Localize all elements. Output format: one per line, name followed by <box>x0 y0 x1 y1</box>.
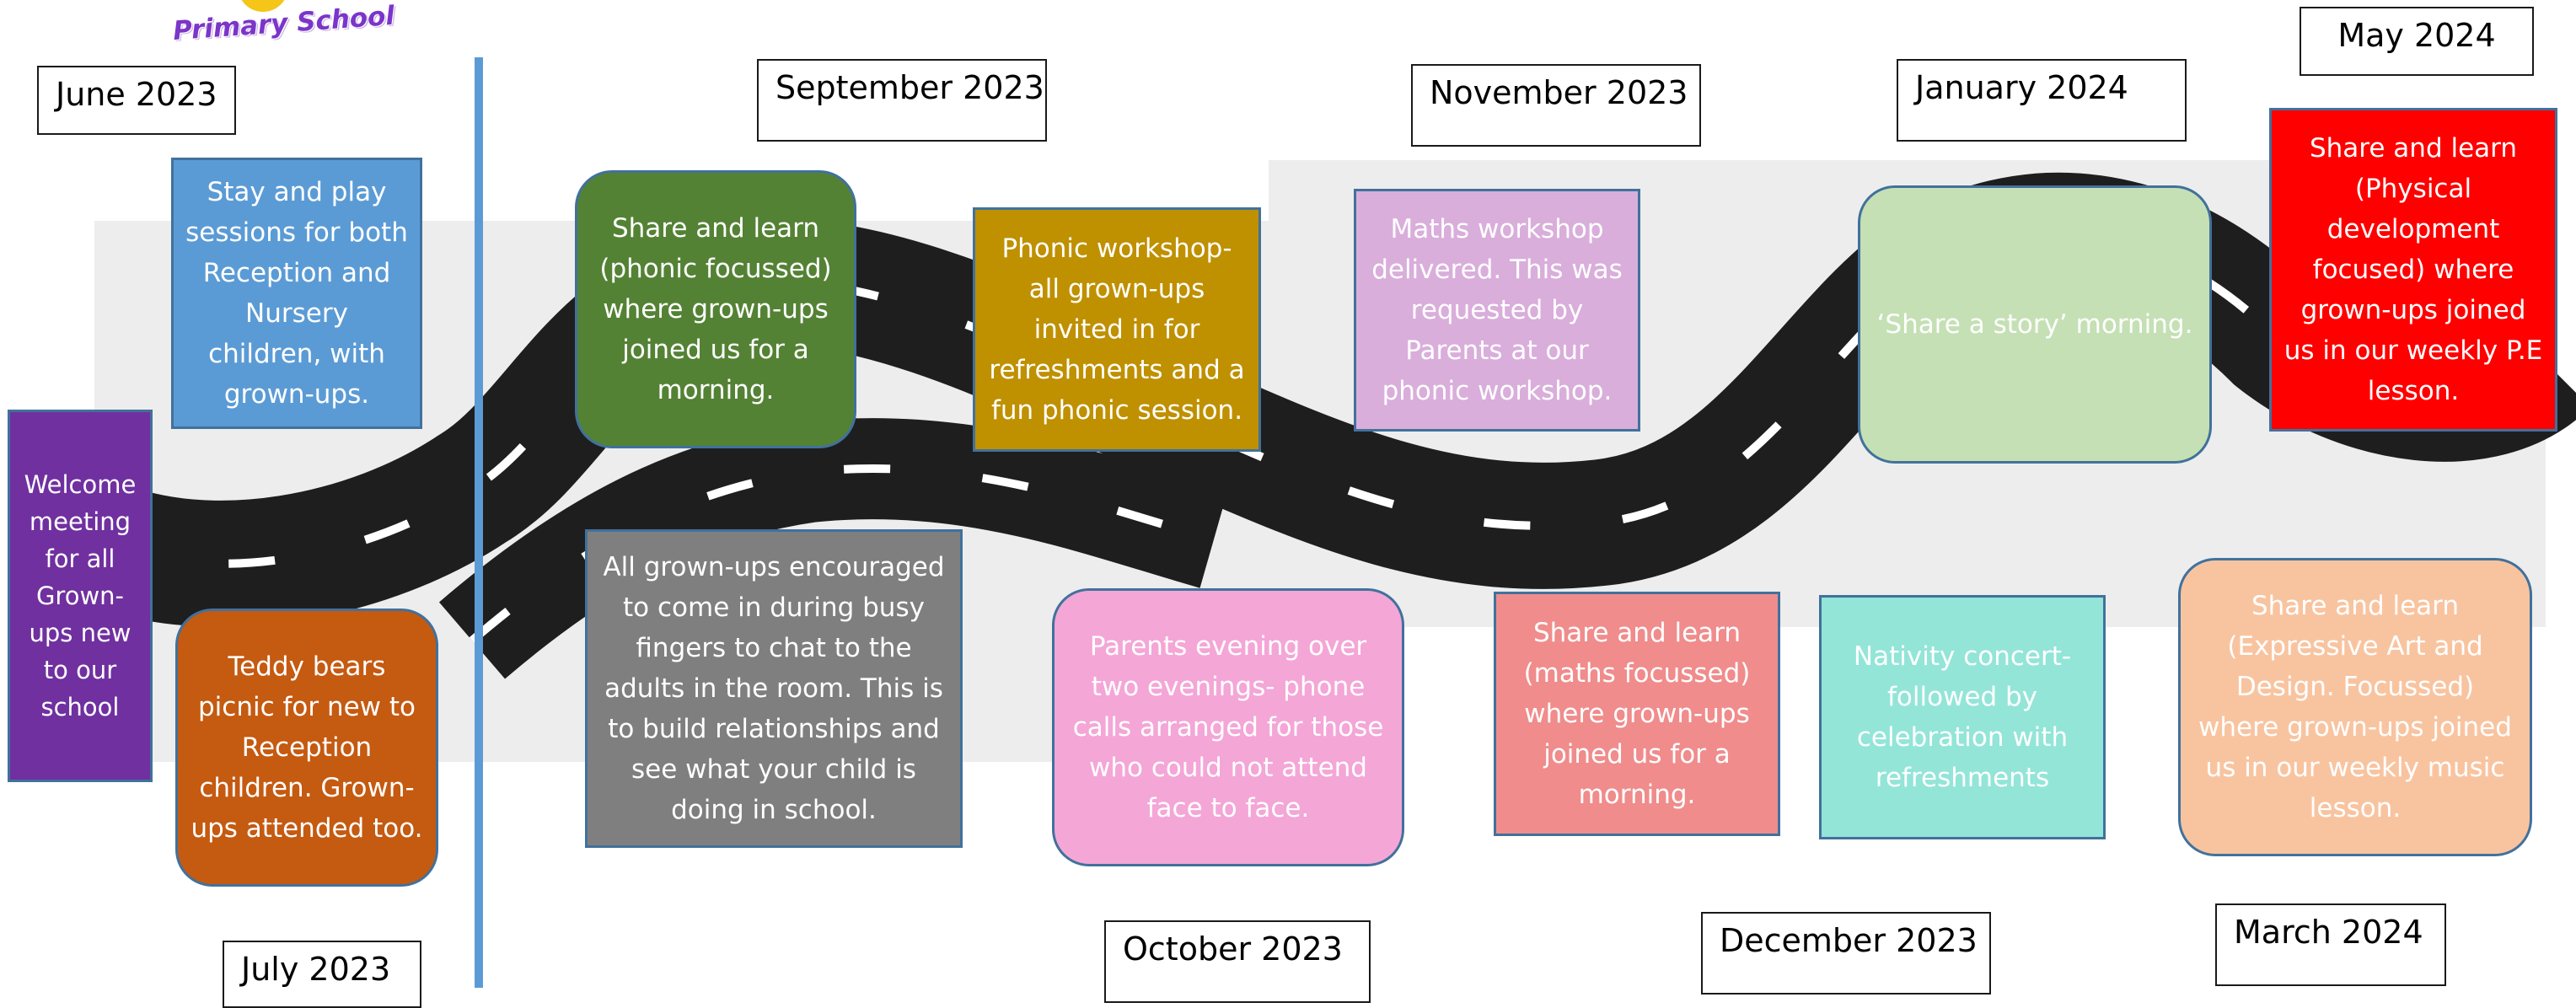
event-teddy-bears-picnic: Teddy bears picnic for new to Reception … <box>175 609 438 887</box>
event-maths-workshop: Maths workshop delivered. This was reque… <box>1354 189 1640 432</box>
event-share-and-learn-expressive: Share and learn (Expressive Art and Desi… <box>2178 558 2532 856</box>
event-busy-fingers: All grown-ups encouraged to come in duri… <box>585 529 963 848</box>
month-label-november-2023: November 2023 <box>1411 64 1701 147</box>
event-share-and-learn-phonic: Share and learn (phonic focussed) where … <box>575 170 856 448</box>
event-welcome-meeting: Welcome meeting for all Grown-ups new to… <box>8 410 153 782</box>
month-label-june-2023: June 2023 <box>37 66 236 135</box>
timeline-divider <box>475 57 483 988</box>
month-label-september-2023: September 2023 <box>757 59 1047 142</box>
road-center-markings <box>91 231 2549 568</box>
month-label-october-2023: October 2023 <box>1104 920 1371 1003</box>
event-parents-evening: Parents evening over two evenings- phone… <box>1052 588 1404 866</box>
road-lower-branch <box>438 418 1228 679</box>
event-share-a-story: ‘Share a story’ morning. <box>1858 185 2212 464</box>
month-label-march-2024: March 2024 <box>2215 903 2446 986</box>
event-share-and-learn-physical: Share and learn (Physical development fo… <box>2269 108 2557 432</box>
event-share-and-learn-maths: Share and learn (maths focussed) where g… <box>1494 592 1780 836</box>
month-label-may-2024: May 2024 <box>2300 7 2534 76</box>
month-label-january-2024: January 2024 <box>1897 59 2187 142</box>
event-phonic-workshop: Phonic workshop- all grown-ups invited i… <box>973 207 1261 452</box>
month-label-december-2023: December 2023 <box>1701 912 1991 995</box>
month-label-july-2023: July 2023 <box>223 941 421 1008</box>
event-nativity-concert: Nativity concert- followed by celebratio… <box>1819 595 2106 839</box>
event-stay-and-play: Stay and play sessions for both Receptio… <box>171 158 422 429</box>
